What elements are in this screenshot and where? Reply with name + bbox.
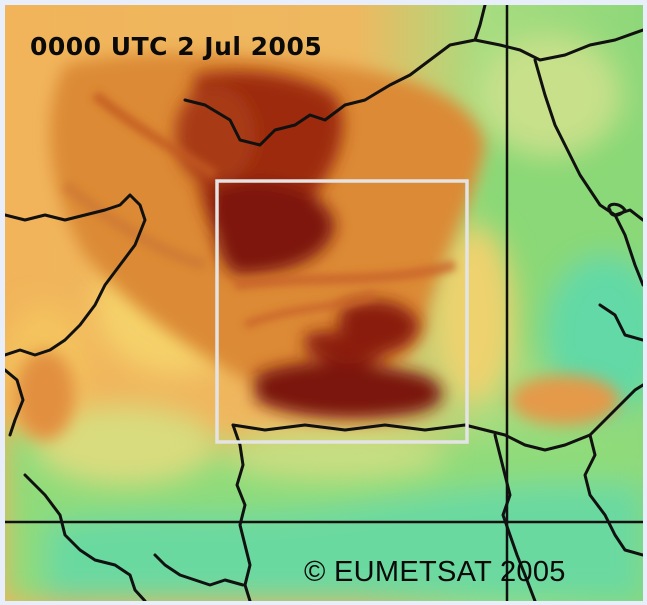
satellite-map (5, 5, 643, 601)
copyright-label: © EUMETSAT 2005 (304, 556, 566, 588)
green-land-belt (5, 35, 643, 601)
satellite-imagery (5, 5, 643, 601)
graticule (5, 5, 643, 601)
highlight-box (215, 179, 469, 444)
timestamp-label: 0000 UTC 2 Jul 2005 (30, 32, 323, 61)
country-boundaries (5, 5, 643, 601)
